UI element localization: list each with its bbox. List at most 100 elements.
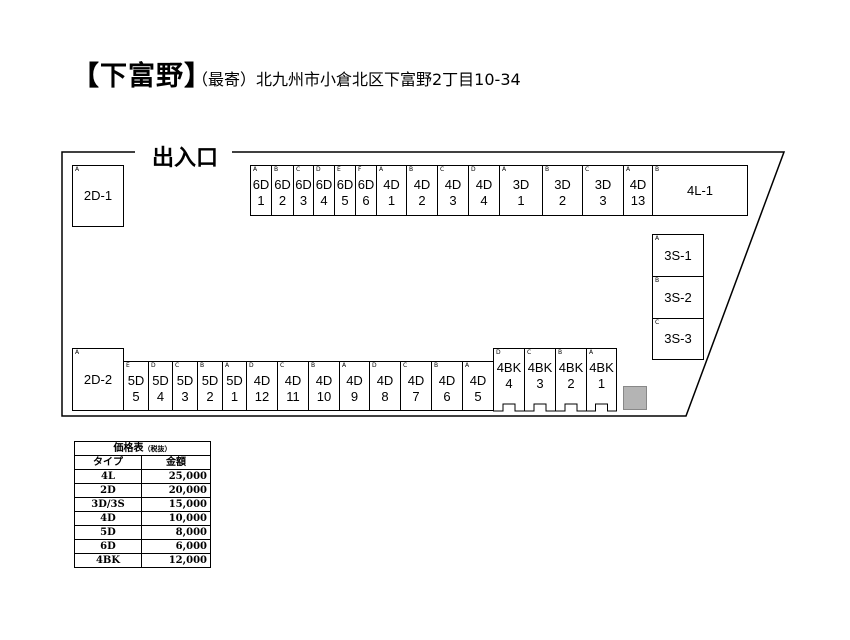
bike-stand-notch [493, 400, 525, 412]
price-amount: 10,000 [141, 511, 211, 526]
slot-name: 5D 1 [226, 373, 243, 404]
slot-name: 3S-2 [664, 289, 692, 305]
slot-name: 4BK 3 [527, 360, 553, 391]
slot-letter: D [151, 362, 156, 369]
slot-letter: D [316, 166, 321, 173]
slot-name: 4BK 1 [589, 360, 614, 391]
slot-letter: C [527, 349, 532, 356]
slot-name: 3D 1 [512, 177, 530, 208]
slot-letter: C [655, 319, 660, 326]
slot-letter: A [655, 235, 660, 242]
slot-name: 5D 4 [152, 373, 169, 404]
slot-name: 4D 9 [346, 373, 363, 404]
slot-name: 3S-1 [664, 247, 692, 263]
price-table-caption: 価格表（税抜） [74, 441, 211, 456]
page-title: 【下富野】 [72, 61, 212, 92]
slot-letter: A [253, 166, 258, 173]
price-type: 6D [74, 539, 142, 554]
slot-name: 4D 8 [376, 373, 394, 404]
price-type: 3D/3S [74, 497, 142, 512]
parking-slot-5d-4: D 5D 4 [148, 361, 173, 411]
parking-slot-3s-1: A 3S-1 [652, 234, 704, 277]
slot-name: 4D 13 [629, 177, 647, 208]
slot-name: 2D-1 [83, 188, 113, 203]
price-amount: 25,000 [141, 469, 211, 484]
slot-letter: A [626, 166, 631, 173]
price-table-tax-note: （税抜） [143, 444, 172, 453]
parking-slot-2d-1: A 2D-1 [72, 165, 124, 227]
slot-letter: B [655, 166, 660, 173]
entrance-label: 出入口 [148, 140, 223, 172]
slot-name: 6D 5 [336, 177, 354, 208]
price-type: 4D [74, 511, 142, 526]
slot-letter: B [655, 277, 660, 284]
slot-name: 4D 11 [284, 373, 302, 404]
parking-slot-5d-1: A 5D 1 [222, 361, 247, 411]
slot-letter: D [372, 362, 377, 369]
bike-stand-notch [524, 400, 556, 412]
price-amount: 15,000 [141, 497, 211, 512]
price-table-header-amount: 金額 [141, 455, 211, 470]
price-amount: 6,000 [141, 539, 211, 554]
slot-letter: A [75, 166, 80, 173]
slot-letter: A [225, 362, 230, 369]
slot-letter: B [311, 362, 316, 369]
slot-letter: F [358, 166, 362, 173]
slot-letter: A [75, 349, 80, 356]
slot-letter: A [379, 166, 384, 173]
slot-letter: C [585, 166, 590, 173]
price-type: 5D [74, 525, 142, 540]
address-text: （最寄）北九州市小倉北区下富野2丁目10-34 [192, 70, 521, 89]
slot-letter: A [342, 362, 347, 369]
parking-slot-6d-1: A 6D 1 [250, 165, 272, 216]
slot-letter: D [471, 166, 476, 173]
slot-name: 3D 2 [554, 177, 571, 208]
slot-letter: C [175, 362, 180, 369]
parking-slot-4d-13: A 4D 13 [623, 165, 653, 216]
price-table-caption-row: 価格表（税抜） [74, 441, 211, 456]
slot-letter: C [440, 166, 445, 173]
slot-name: 6D 4 [315, 177, 333, 208]
price-type: 4L [74, 469, 142, 484]
parking-slot-6d-6: F 6D 6 [355, 165, 377, 216]
slot-name: 6D 6 [357, 177, 375, 208]
slot-letter: B [558, 349, 563, 356]
price-amount: 8,000 [141, 525, 211, 540]
parking-slot-4d-1: A 4D 1 [376, 165, 407, 216]
slot-name: 4D 12 [253, 373, 271, 404]
slot-letter: B [200, 362, 205, 369]
parking-slot-4bk-2: B 4BK 2 [555, 348, 587, 401]
price-amount: 12,000 [141, 553, 211, 568]
price-table-header-type: タイプ [74, 455, 142, 470]
parking-slot-6d-5: E 6D 5 [334, 165, 356, 216]
slot-name: 6D 1 [252, 177, 270, 208]
slot-letter: D [249, 362, 254, 369]
bike-stand-notch [555, 400, 587, 412]
slot-letter: B [274, 166, 279, 173]
bike-stand-notch [586, 400, 617, 412]
slot-letter: D [496, 349, 501, 356]
slot-name: 4D 1 [383, 177, 400, 208]
slot-letter: E [337, 166, 341, 173]
slot-name: 4BK 2 [558, 360, 584, 391]
parking-slot-4d-12: D 4D 12 [246, 361, 278, 411]
price-amount: 20,000 [141, 483, 211, 498]
